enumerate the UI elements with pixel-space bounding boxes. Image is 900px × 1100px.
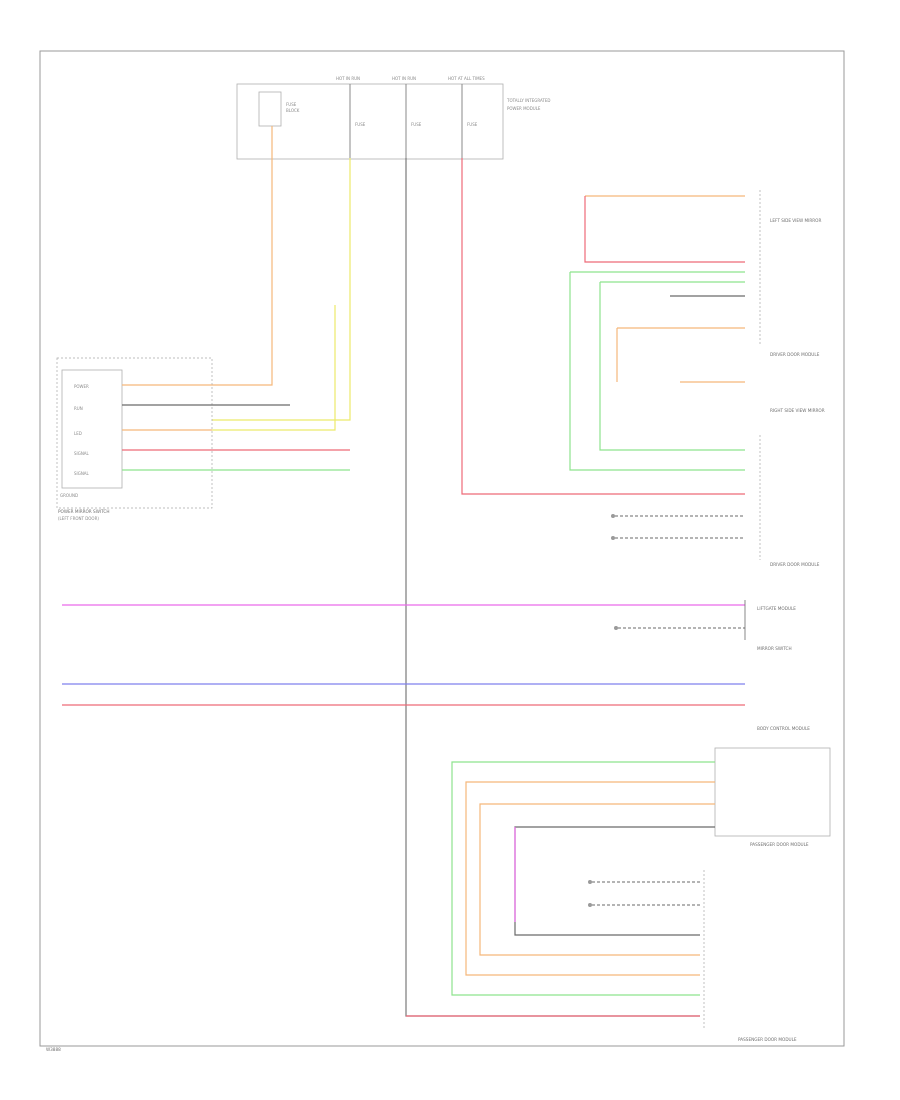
fuse-side-1: TOTALLY INTEGRATED <box>506 98 550 103</box>
right-top-line-3: DRIVER DOOR MODULE <box>770 352 820 357</box>
fuse-label-a: FUSE <box>355 122 366 127</box>
right-top-section: LEFT SIDE VIEW MIRROR RIGHT SIDE VIEW MI… <box>569 190 825 567</box>
wire-orange-pass-2 <box>479 803 715 956</box>
right-top-line-1: LEFT SIDE VIEW MIRROR <box>770 218 821 223</box>
passenger-door-module-lower: PASSENGER DOOR MODULE <box>588 870 797 1042</box>
passenger-door-module-upper: PASSENGER DOOR MODULE <box>714 747 831 847</box>
wire-yellow-branch <box>212 305 336 431</box>
left-row-2: RUN <box>74 406 83 411</box>
left-row-5: SIGNAL <box>74 471 90 476</box>
fuse-label-c: FUSE <box>467 122 478 127</box>
left-mirror-switch: POWER RUN LED SIGNAL SIGNAL GROUND POWER… <box>56 357 213 521</box>
fuse-label-b: FUSE <box>411 122 422 127</box>
body-control-label: BODY CONTROL MODULE <box>757 726 810 731</box>
wire-green-pass <box>451 761 715 996</box>
fuse-header-2: HOT IN RUN <box>392 76 416 81</box>
footer-code: W3888 <box>46 1047 61 1052</box>
left-row-4: SIGNAL <box>74 451 90 456</box>
wire-red-vertical <box>461 158 745 495</box>
passenger-door-bottom-label: PASSENGER DOOR MODULE <box>738 1037 797 1042</box>
wire-gray-vertical <box>405 158 700 1017</box>
left-module-sub: GROUND <box>60 493 78 498</box>
driver-door-module-label: DRIVER DOOR MODULE <box>770 562 820 567</box>
fuse-header-1: HOT IN RUN <box>336 76 360 81</box>
fuse-block-label-2: BLOCK <box>286 108 300 113</box>
switch-pins <box>614 600 746 640</box>
fuse-block: FUSE BLOCK HOT IN RUN HOT IN RUN HOT AT … <box>236 76 550 160</box>
right-top-line-2: RIGHT SIDE VIEW MIRROR <box>770 408 825 413</box>
mirror-switch-label: MIRROR SWITCH <box>757 646 792 651</box>
left-module-name-1: POWER MIRROR SWITCH <box>58 509 109 514</box>
wire-orange-vertical <box>212 126 273 386</box>
fuse-block-label-1: FUSE <box>286 102 297 107</box>
fuse-side-2: POWER MODULE <box>507 106 541 111</box>
wire-orange-pass-1 <box>465 781 715 976</box>
passenger-door-label: PASSENGER DOOR MODULE <box>750 842 809 847</box>
left-row-1: POWER <box>74 384 89 389</box>
wire-yellow-vertical <box>212 158 351 421</box>
wire-gray-pass <box>514 826 715 936</box>
ground-pins-right <box>611 514 745 540</box>
left-row-3: LED <box>74 431 82 436</box>
left-module-name-2: (LEFT FRONT DOOR) <box>58 516 99 521</box>
liftgate-module-label: LIFTGATE MODULE <box>757 606 796 611</box>
diagram-frame <box>39 50 845 1047</box>
fuse-header-3: HOT AT ALL TIMES <box>448 76 485 81</box>
